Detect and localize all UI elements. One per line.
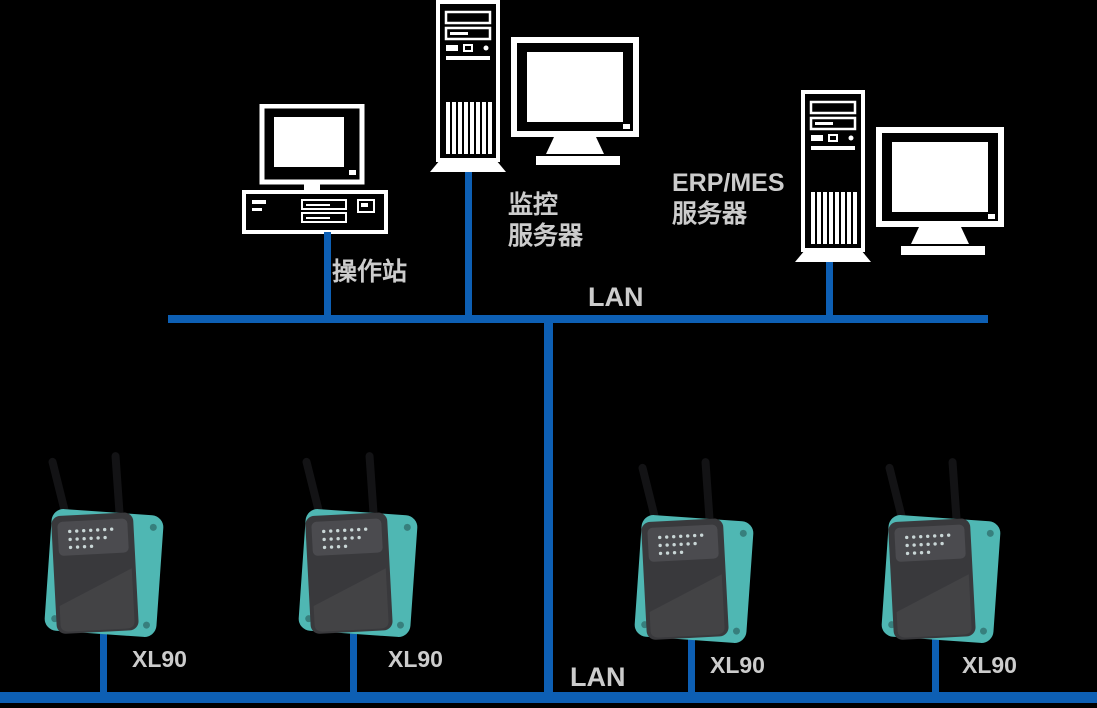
xl90-device-1 bbox=[18, 452, 186, 652]
xl90-label-1: XL90 bbox=[132, 646, 187, 672]
erp-mes-server-label-line2: 服务器 bbox=[672, 200, 748, 229]
operator-station-node bbox=[240, 104, 390, 236]
lan-top-label: LAN bbox=[588, 282, 644, 312]
link-monitoring-server bbox=[465, 172, 472, 315]
xl90-label-3: XL90 bbox=[710, 652, 765, 678]
link-xl90-1 bbox=[100, 628, 107, 692]
server-with-monitor-icon bbox=[430, 0, 642, 180]
server-with-monitor-icon bbox=[795, 90, 1007, 270]
xl90-device-icon bbox=[43, 452, 165, 638]
monitoring-server-node bbox=[430, 0, 642, 180]
monitoring-server-label-line1: 监控 bbox=[508, 191, 559, 219]
erp-mes-server-label-line1: ERP/MES bbox=[672, 169, 785, 197]
monitor-icon bbox=[259, 104, 365, 191]
xl90-label-4: XL90 bbox=[962, 652, 1017, 678]
link-erp-mes-server bbox=[826, 262, 833, 315]
erp-mes-server-label: ERP/MES 服务器 bbox=[672, 168, 785, 231]
xl90-device-4 bbox=[855, 458, 1023, 658]
desktop-computer-icon bbox=[242, 104, 388, 234]
link-xl90-3 bbox=[688, 634, 695, 692]
lan-bottom-label: LAN bbox=[570, 662, 626, 692]
monitoring-server-label: 监控 服务器 bbox=[508, 190, 583, 253]
erp-mes-server-node bbox=[795, 90, 1007, 270]
lan-bus-bottom bbox=[0, 692, 1097, 703]
lan-trunk-vertical bbox=[544, 315, 553, 700]
xl90-device-3 bbox=[608, 458, 776, 658]
monitoring-server-label-line2: 服务器 bbox=[508, 222, 584, 251]
link-xl90-4 bbox=[932, 634, 939, 692]
link-operator-station bbox=[324, 232, 331, 315]
xl90-device-icon bbox=[633, 458, 755, 644]
lan-bus-top bbox=[168, 315, 988, 323]
desktop-case-icon bbox=[242, 190, 388, 234]
xl90-device-2 bbox=[272, 452, 440, 652]
xl90-device-icon bbox=[297, 452, 419, 638]
xl90-label-2: XL90 bbox=[388, 646, 443, 672]
link-xl90-2 bbox=[350, 628, 357, 692]
operator-station-label: 操作站 bbox=[332, 258, 408, 286]
xl90-device-icon bbox=[880, 458, 1002, 644]
